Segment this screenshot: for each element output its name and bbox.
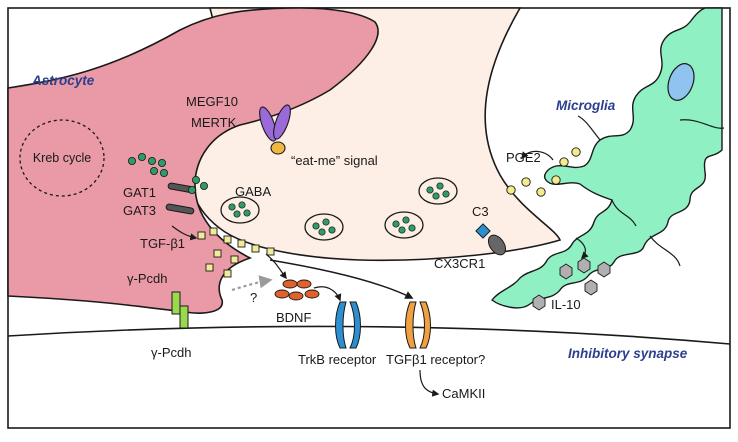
gat1-label: GAT1 [123, 185, 156, 200]
tgfb1-receptor-label: TGFβ1 receptor? [386, 352, 485, 367]
cx3cr1-label: CX3CR1 [434, 256, 485, 271]
megf10-receptor [273, 104, 291, 140]
kreb-cycle-compartment [19, 119, 105, 197]
megf10-label: MEGF10 [186, 94, 238, 109]
astrocyte-gaba-dots [127, 152, 208, 194]
c3-label: C3 [472, 204, 489, 219]
cx3cr1-receptor [487, 234, 507, 256]
il10-label: IL-10 [551, 297, 581, 312]
mertk-label: MERTK [191, 115, 237, 130]
tgf-receptor-right [419, 301, 431, 349]
trkb-receptor-right [349, 301, 361, 349]
camkii-label: CaMKII [442, 386, 485, 401]
trkb-receptor-left [335, 301, 347, 349]
gpcdh-neuron [179, 305, 189, 329]
tgfb1-label: TGF-β1 [140, 236, 185, 251]
eat-me-label: “eat-me” signal [291, 153, 378, 168]
gpcdh-top-label: γ-Pcdh [127, 271, 167, 286]
gaba-vesicles [220, 177, 458, 241]
astrocyte-label: Astrocyte [31, 73, 95, 88]
gaba-label: GABA [235, 184, 271, 199]
inhibitory-synapse-label: Inhibitory synapse [568, 346, 688, 361]
c3-marker [475, 223, 491, 239]
il10-hexagons [532, 257, 611, 311]
microglia-label: Microglia [556, 98, 616, 113]
eat-me-signal-dot [270, 141, 286, 155]
bdnf-ovals [274, 279, 320, 301]
gpcdh-astrocyte [171, 291, 181, 315]
tgf-receptor-left [405, 301, 417, 349]
kreb-cycle-label: Kreb cycle [33, 151, 91, 165]
question-mark: ? [250, 290, 257, 305]
pge2-label: PGE2 [506, 150, 541, 165]
pge2-dots [506, 147, 581, 197]
gat3-transporter [165, 203, 195, 215]
astrocyte-cell [7, 7, 379, 314]
microglia-nucleus [667, 63, 695, 101]
gpcdh-bottom-label: γ-Pcdh [151, 345, 191, 360]
tgf-squares [197, 227, 275, 278]
gat3-label: GAT3 [123, 203, 156, 218]
bdnf-label: BDNF [276, 310, 311, 325]
microglia-cell [491, 7, 723, 309]
trkb-label: TrkB receptor [298, 352, 377, 367]
mertk-receptor [259, 106, 277, 142]
